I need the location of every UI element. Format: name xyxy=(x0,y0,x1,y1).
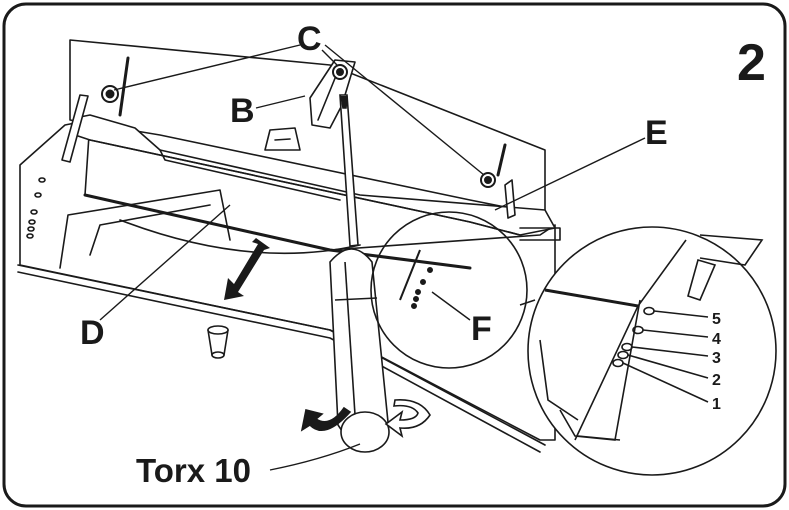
label-c: C xyxy=(297,20,322,58)
rotation-arrow-right xyxy=(384,398,431,438)
trim-strip-e xyxy=(74,114,556,236)
detail-f-callout xyxy=(370,211,536,369)
label-b: B xyxy=(230,92,255,130)
position-3: 3 xyxy=(712,350,721,367)
rotation-arrow-left xyxy=(300,406,352,432)
step-number: 2 xyxy=(737,34,766,92)
detail-f-circle xyxy=(370,211,528,369)
position-2: 2 xyxy=(712,372,721,389)
label-leaders xyxy=(99,95,646,471)
label-d: D xyxy=(80,314,105,352)
position-5: 5 xyxy=(712,311,721,328)
movement-arrow xyxy=(224,238,270,300)
zoom-detail-circle xyxy=(527,226,777,476)
c-leaders xyxy=(113,44,485,176)
screwdriver-shaft xyxy=(339,94,359,247)
position-4: 4 xyxy=(712,331,721,348)
position-1: 1 xyxy=(712,396,721,413)
screws-c xyxy=(101,64,496,188)
label-f: F xyxy=(471,310,492,348)
tool-label: Torx 10 xyxy=(136,452,251,489)
screwdriver xyxy=(300,94,431,453)
appliance-drawing xyxy=(17,39,561,453)
filter-d-edge xyxy=(83,193,472,270)
zoom-detail xyxy=(527,226,777,476)
label-e: E xyxy=(645,114,668,152)
